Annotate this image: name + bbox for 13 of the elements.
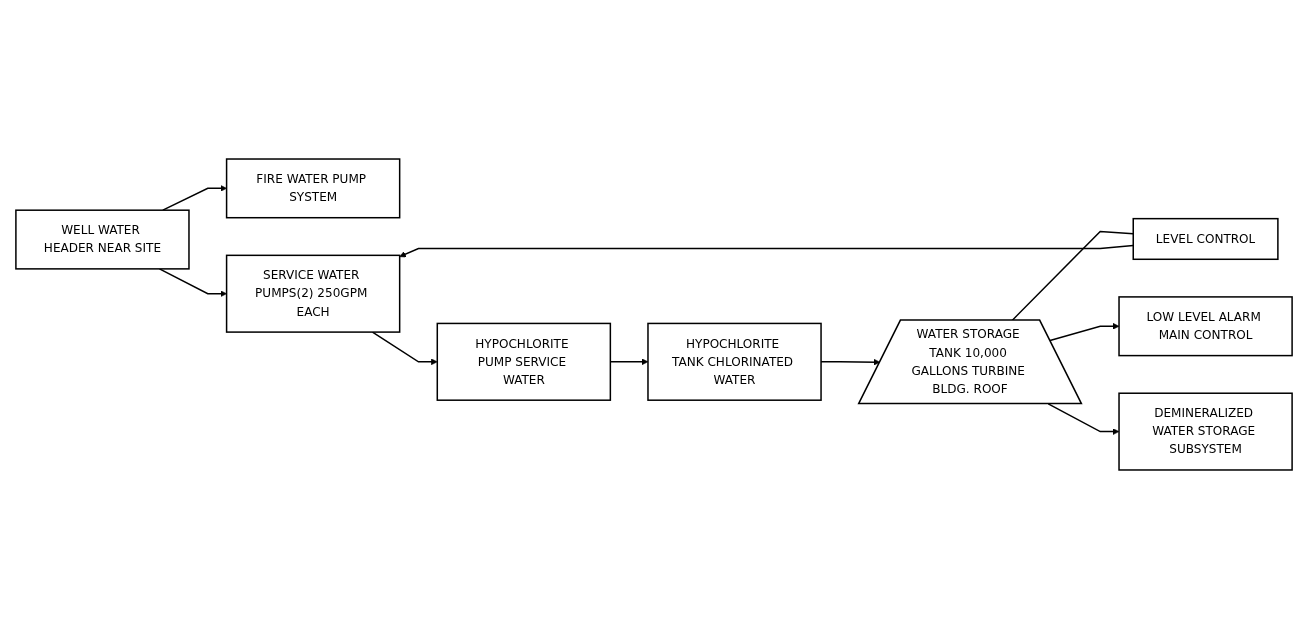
arrow bbox=[371, 331, 438, 366]
node-box: HYPOCHLORITE TANK CHLORINATED WATER bbox=[647, 322, 822, 401]
arrow bbox=[1049, 322, 1120, 342]
arrow bbox=[162, 185, 227, 211]
node-box: LOW LEVEL ALARM MAIN CONTROL bbox=[1118, 296, 1293, 357]
node-box: DEMINERALIZED WATER STORAGE SUBSYSTEM bbox=[1118, 392, 1293, 471]
arrow bbox=[399, 244, 1134, 258]
node-box: HYPOCHLORITE PUMP SERVICE WATER bbox=[436, 322, 612, 401]
arrow bbox=[158, 268, 227, 297]
node-box: SERVICE WATER PUMPS(2) 250GPM EACH bbox=[225, 254, 401, 333]
node-box: LEVEL CONTROL bbox=[1132, 217, 1279, 261]
node-box: FIRE WATER PUMP SYSTEM bbox=[225, 158, 401, 219]
node-box: WELL WATER HEADER NEAR SITE bbox=[15, 209, 190, 270]
